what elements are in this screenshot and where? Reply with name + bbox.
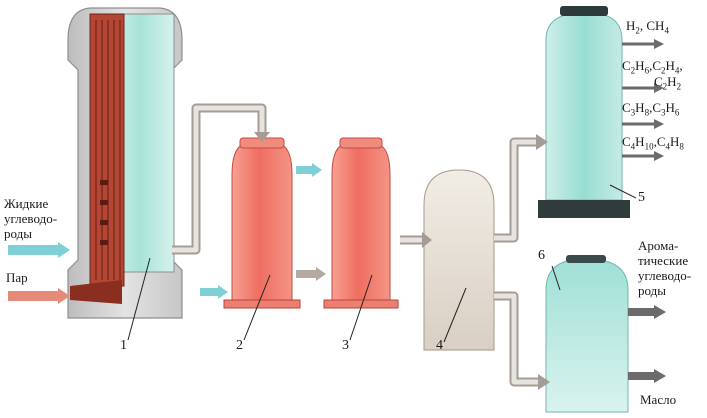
unit-1-label: 1 xyxy=(120,338,127,353)
product-c2-line-2: C2H2 xyxy=(654,74,682,92)
liquid-hydrocarbons-line-2: углеводо- xyxy=(4,211,58,226)
cooler-transfer-arrow xyxy=(316,267,326,281)
aromatics-line-4: роды xyxy=(638,283,666,298)
steam-label: Пар xyxy=(6,270,28,285)
unit-4-label: 4 xyxy=(436,338,443,353)
arrow-into-liquid-column xyxy=(538,374,550,390)
liquid-column xyxy=(545,255,629,413)
input-arrows xyxy=(8,163,326,304)
aromatics-line-1: Арома- xyxy=(638,238,679,253)
leader-lines xyxy=(127,184,637,343)
aromatics-line-2: тические xyxy=(638,253,689,268)
oil-label: Масло xyxy=(640,392,677,407)
product-h2-ch4: H2, CH4 xyxy=(626,18,669,36)
gas-column xyxy=(538,6,630,218)
arrow-into-separator xyxy=(422,232,432,248)
liquid-hydrocarbons-line-3: роды xyxy=(4,226,32,241)
separator-vessel xyxy=(423,169,495,351)
pipes xyxy=(172,103,540,387)
cooler-1-vessel xyxy=(223,137,301,309)
unit-2-label: 2 xyxy=(236,338,243,353)
product-c4: C4H10,C4H8 xyxy=(622,134,684,152)
unit-5-label: 5 xyxy=(638,190,645,205)
liquid-hydrocarbons-label: Жидкие углеводо- роды xyxy=(4,196,57,241)
coolant-out-arrow xyxy=(312,163,322,177)
unit-6-label: 6 xyxy=(538,248,545,263)
aromatics-line-3: углеводо- xyxy=(638,268,692,283)
steam-arrow xyxy=(58,288,70,304)
arrow-into-cooler-1 xyxy=(254,132,270,142)
arrow-into-gas-column xyxy=(536,134,548,150)
furnace xyxy=(67,7,183,319)
unit-3-label: 3 xyxy=(342,338,349,353)
liquid-hydrocarbons-line-1: Жидкие xyxy=(4,196,49,211)
arrow-heads xyxy=(254,132,550,390)
coolant-in-arrow xyxy=(218,285,228,299)
liquid-hydrocarbons-arrow xyxy=(58,242,70,258)
liquid-product-arrows xyxy=(628,305,666,383)
product-c3: C3H8,C3H6 xyxy=(622,100,680,118)
cooler-2-vessel xyxy=(323,137,399,309)
gas-product-arrows xyxy=(622,39,664,161)
aromatics-label: Арома- тические углеводо- роды xyxy=(638,238,691,298)
product-c2-line-1: C2H6,C2H4, xyxy=(622,58,683,76)
